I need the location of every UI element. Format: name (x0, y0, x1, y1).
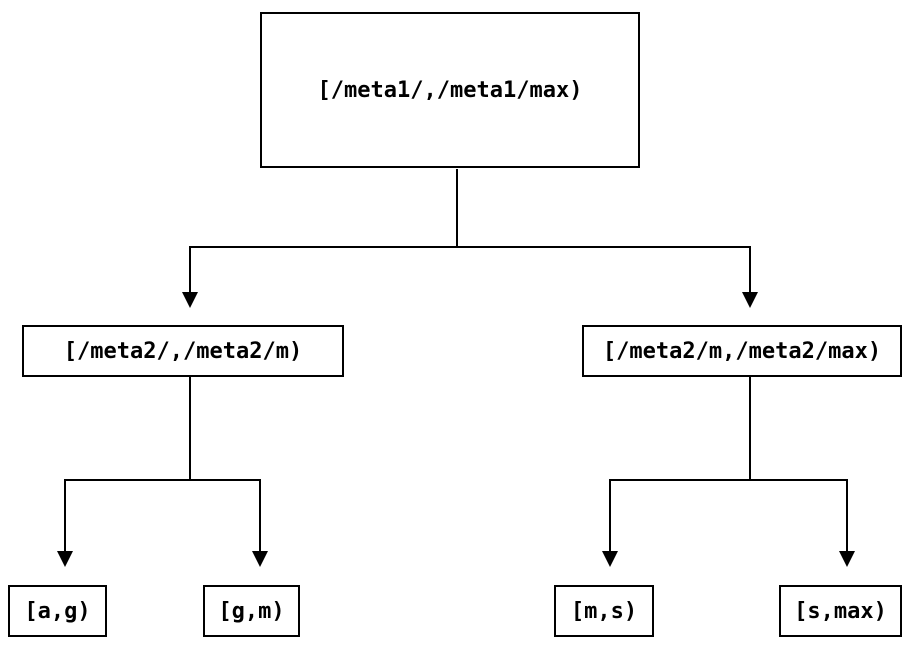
node-root: [/meta1/,/meta1/max) (260, 12, 640, 168)
arrow-down-icon (57, 551, 73, 567)
node-root-label: [/meta1/,/meta1/max) (317, 77, 583, 103)
arrow-down-icon (252, 551, 268, 567)
node-leaf-smax-label: [s,max) (794, 598, 887, 624)
node-leaf-ms-label: [m,s) (570, 598, 638, 624)
arrow-down-icon (839, 551, 855, 567)
node-leaf-gm: [g,m) (203, 585, 300, 637)
arrow-down-icon (602, 551, 618, 567)
node-leaf-gm-label: [g,m) (218, 598, 285, 624)
node-mid-right-label: [/meta2/m,/meta2/max) (602, 338, 882, 364)
node-leaf-smax: [s,max) (779, 585, 902, 637)
arrow-down-icon (182, 292, 198, 308)
node-mid-right: [/meta2/m,/meta2/max) (582, 325, 902, 377)
node-mid-left-label: [/meta2/,/meta2/m) (63, 338, 303, 364)
node-leaf-ag: [a,g) (8, 585, 107, 637)
node-leaf-ms: [m,s) (554, 585, 654, 637)
node-mid-left: [/meta2/,/meta2/m) (22, 325, 344, 377)
arrow-down-icon (742, 292, 758, 308)
node-leaf-ag-label: [a,g) (24, 598, 91, 624)
